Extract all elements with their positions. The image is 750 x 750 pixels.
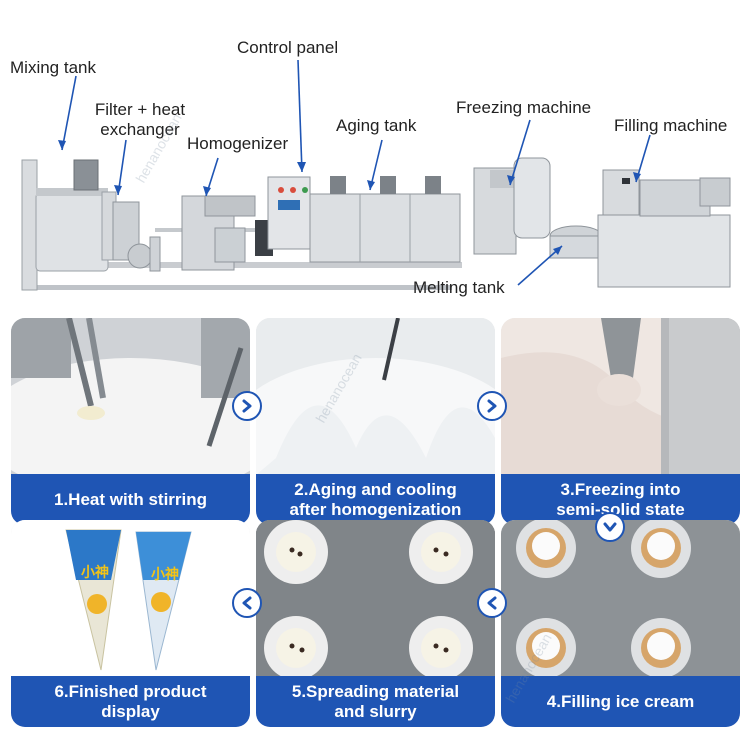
step-caption-3: 3.Freezing into semi-solid state [501, 474, 740, 525]
freezing-semi-solid-photo [501, 318, 740, 475]
step-5-line2: and slurry [334, 701, 417, 721]
step-1-line1: 1.Heat with stirring [53, 489, 208, 509]
step-caption-1: 1.Heat with stirring [11, 474, 250, 525]
filling-ice-cream-photo [501, 520, 740, 677]
chevron-left-icon [232, 588, 262, 618]
step-6-line1: 6.Finished product [54, 681, 207, 701]
label-freezing-machine: Freezing machine [456, 98, 592, 117]
step-3-line1: 3.Freezing into [560, 479, 681, 499]
step-6-line2: display [101, 701, 160, 721]
finished-product-photo [11, 520, 250, 677]
label-control-panel: Control panel [237, 38, 339, 57]
step-caption-6: 6.Finished product display [11, 676, 250, 727]
label-filter-line2: exchanger [100, 120, 180, 139]
label-homogenizer: Homogenizer [187, 134, 289, 153]
cone-brand-text-2: 小神 [151, 567, 179, 583]
step-2-line1: 2.Aging and cooling [294, 479, 457, 499]
step-card-6: 小神 小神 6.Finished product display [11, 520, 250, 727]
step-2-line2: after homogenization [289, 499, 462, 519]
label-aging-tank: Aging tank [336, 116, 417, 135]
chevron-left-icon [477, 588, 507, 618]
cone-brand-text-1: 小神 [81, 565, 109, 581]
step-3-line2: semi-solid state [556, 499, 685, 519]
production-line-diagram: Mixing tank Filter + heat exchanger Homo… [0, 0, 750, 308]
spreading-slurry-photo [256, 520, 495, 677]
step-caption-4: 4.Filling ice cream [501, 676, 740, 727]
chevron-right-icon [232, 391, 262, 421]
machinery-illustration [21, 59, 731, 291]
step-card-5: 5.Spreading material and slurry [256, 520, 495, 727]
step-caption-2: 2.Aging and cooling after homogenization [256, 474, 495, 525]
step-card-2: 2.Aging and cooling after homogenization [256, 318, 495, 525]
step-card-1: 1.Heat with stirring [11, 318, 250, 525]
label-melting-tank: Melting tank [413, 278, 505, 297]
chevron-down-icon [595, 512, 625, 542]
step-4-line1: 4.Filling ice cream [546, 691, 695, 711]
step-caption-5: 5.Spreading material and slurry [256, 676, 495, 727]
label-mixing-tank: Mixing tank [10, 58, 96, 77]
step-5-line1: 5.Spreading material [291, 681, 460, 701]
step-card-4: 4.Filling ice cream [501, 520, 740, 727]
chevron-right-icon [477, 391, 507, 421]
label-filter-heat-exchanger: Filter + heat exchanger [85, 100, 195, 140]
aging-cooling-photo [256, 318, 495, 475]
label-filling-machine: Filling machine [614, 116, 728, 135]
step-card-3: 3.Freezing into semi-solid state [501, 318, 740, 525]
heat-stirring-photo [11, 318, 250, 475]
label-filter-line1: Filter + heat [94, 100, 186, 119]
